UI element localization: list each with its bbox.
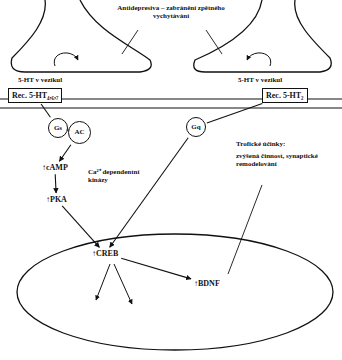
receptor-box: Rec. 5-HT₄,₆,₇ — [8, 88, 62, 103]
vesicle-label: 5-HT v vezikul — [18, 76, 62, 84]
gene-product: ↑BDNF — [192, 278, 222, 289]
vesicle-label: 5-HT v vezikul — [238, 76, 282, 84]
node-text: Rec. 5-HT₄,₆,₇ — [12, 91, 58, 100]
node-text: ↑cAMP — [42, 163, 68, 172]
reuptake-arrow — [247, 53, 271, 66]
kinase-text: ↑PKA — [44, 194, 69, 205]
g-protein-circle: Gs — [48, 118, 68, 138]
drug-note: Antidepresiva – zabránění zpětného vychy… — [108, 4, 234, 20]
transcription-factor: ↑CREB — [90, 248, 120, 259]
g-protein-circle: Gq — [186, 117, 206, 137]
effect-text: zvýšená činnost, synaptické remodelování — [236, 152, 336, 168]
leader-line — [206, 30, 222, 54]
pathway-label: Ca²⁺ dependentní kinázy — [88, 168, 144, 184]
connector — [62, 206, 99, 247]
node-text: ↑BDNF — [194, 279, 220, 288]
effect-heading: Trofické účinky: — [236, 140, 285, 148]
leader-line — [228, 185, 262, 274]
gene-arrow — [96, 264, 110, 300]
connector — [55, 174, 57, 193]
connector — [41, 104, 50, 117]
messenger-text: ↑cAMP — [40, 162, 70, 173]
node-text: ↑PKA — [46, 195, 67, 204]
receptor-box: Rec. 5-HT₂ — [262, 88, 308, 103]
node-text: AC — [74, 128, 84, 136]
enzyme-circle: AC — [68, 121, 91, 144]
node-text: Gq — [191, 123, 200, 131]
leader-line — [122, 30, 138, 54]
nucleus — [17, 234, 333, 350]
gene-arrow — [114, 264, 132, 304]
connector — [110, 138, 189, 247]
node-text: Gs — [54, 124, 62, 132]
node-text: Rec. 5-HT₂ — [266, 91, 304, 100]
reuptake-arrow — [54, 53, 78, 66]
connector — [121, 258, 191, 279]
node-text: ↑CREB — [92, 249, 118, 258]
connector — [207, 104, 262, 124]
membrane — [0, 107, 342, 108]
connector — [59, 145, 71, 161]
